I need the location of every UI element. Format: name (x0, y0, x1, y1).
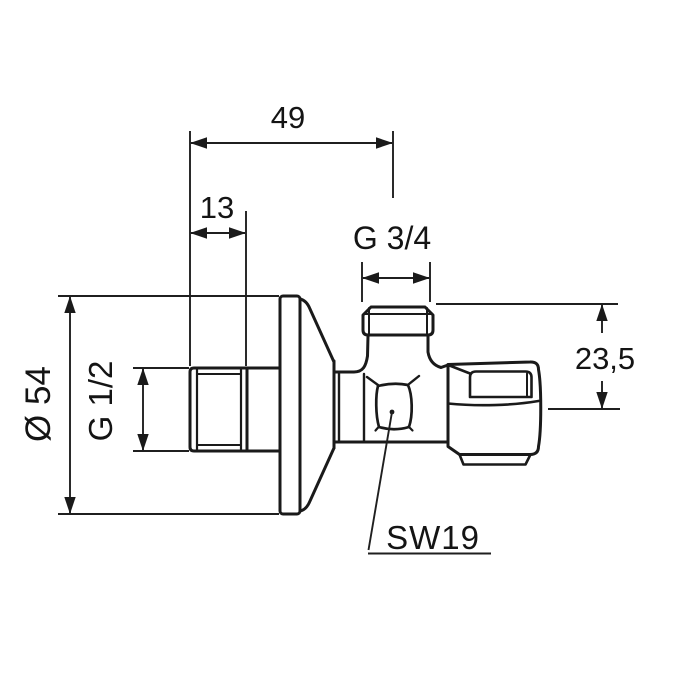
handle-skirt (458, 453, 532, 466)
handle-outline (446, 360, 543, 456)
dim-g34-arrow-right (413, 272, 430, 284)
dim-49-value: 49 (271, 100, 305, 135)
handle-divider-line (446, 399, 540, 407)
hex-left-side (374, 384, 381, 429)
hex-tick-top-left (365, 375, 380, 387)
dim-dia54-arrow-top (64, 296, 76, 313)
top-port-block (361, 305, 435, 337)
inlet-thread-outline (188, 366, 282, 453)
dim-g34-value: G 3/4 (353, 220, 431, 256)
dim-13-arrow-right (229, 227, 246, 239)
hex-top-edge (376, 382, 410, 388)
dim-235-arrow-bottom (596, 392, 608, 409)
handle-inner-panel (468, 370, 533, 399)
dim-235: 23,5 (436, 303, 635, 410)
hex-right-side (406, 383, 414, 429)
dim-49-arrow-left (190, 137, 207, 149)
dim-g12-arrow-bottom (137, 434, 149, 451)
hex-tick-bottom-right (407, 425, 414, 432)
handle-chamfer-top-left (448, 364, 472, 375)
dim-g34: G 3/4 (353, 220, 431, 302)
dim-235-arrow-top (596, 304, 608, 321)
dim-g34-arrow-left (362, 272, 379, 284)
dim-dia54-arrow-bottom (64, 497, 76, 514)
dim-13: 13 (190, 190, 247, 366)
dim-235-value: 23,5 (575, 341, 635, 376)
body-top-edge (332, 334, 370, 374)
top-port-neck-right (426, 334, 450, 369)
dim-dia54: Ø 54 (19, 295, 279, 515)
label-sw19: SW19 (367, 409, 491, 556)
sw19-leader-line (367, 411, 393, 551)
hex-tick-top-right (407, 374, 421, 386)
sw19-value: SW19 (386, 519, 480, 556)
dim-g12: G 1/2 (82, 361, 189, 452)
dim-dia54-value: Ø 54 (19, 366, 58, 442)
rosette-cone-bottom (298, 446, 336, 513)
dim-13-arrow-left (190, 227, 207, 239)
hex-bottom-edge (377, 425, 411, 431)
dim-g12-value: G 1/2 (82, 361, 119, 442)
dim-g12-arrow-top (137, 368, 149, 385)
dim-49: 49 (189, 100, 394, 366)
hex-tick-bottom-left (374, 425, 381, 432)
rosette-cone-top (298, 297, 336, 364)
dim-13-value: 13 (200, 190, 234, 225)
rosette-rim (278, 294, 302, 516)
valve-outline (188, 294, 543, 516)
dim-49-arrow-right (376, 137, 393, 149)
